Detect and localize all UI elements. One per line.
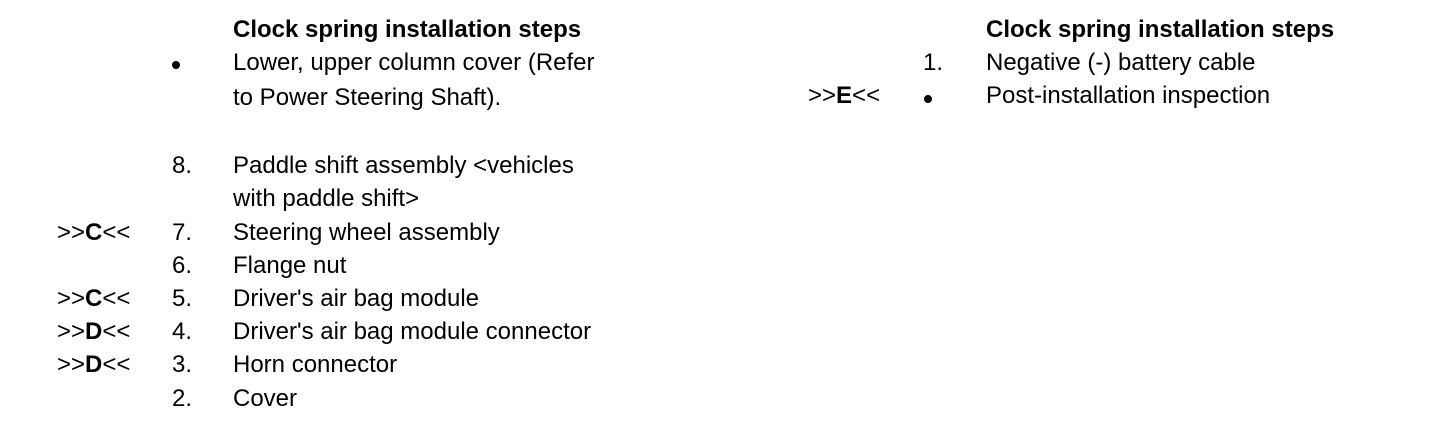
step-text: Lower, upper column cover (Refer — [233, 49, 595, 76]
step-text: Cover — [233, 385, 298, 412]
step-text: Negative (-) battery cable — [986, 49, 1256, 76]
bullet-marker — [924, 95, 932, 103]
step-text: Flange nut — [233, 252, 347, 279]
step-number: 8. — [172, 152, 193, 179]
ref-suffix: << — [102, 285, 131, 312]
step-text: Post-installation inspection — [986, 82, 1271, 109]
right-section-title: Clock spring installation steps — [986, 16, 1335, 43]
step-text: Driver's air bag module — [233, 285, 480, 312]
step-number: 6. — [172, 252, 193, 279]
ref-suffix: << — [852, 82, 881, 109]
step-number: 7. — [172, 219, 193, 246]
ref-letter: D — [85, 351, 103, 378]
step-text: to Power Steering Shaft). — [233, 84, 502, 111]
step-number: 3. — [172, 351, 193, 378]
bullet-marker — [172, 61, 180, 69]
ref-letter: E — [836, 82, 853, 109]
ref-letter: C — [85, 285, 103, 312]
reference-mark: >>D<< — [57, 348, 147, 381]
reference-mark: >>C<< — [57, 216, 147, 249]
reference-mark: >>D<< — [57, 315, 147, 348]
left-section-title: Clock spring installation steps — [233, 16, 582, 43]
step-number: 2. — [172, 385, 193, 412]
ref-prefix: >> — [57, 219, 86, 246]
step-text: Horn connector — [233, 351, 398, 378]
step-text: Driver's air bag module connector — [233, 318, 592, 345]
ref-suffix: << — [102, 318, 131, 345]
step-text: Steering wheel assembly — [233, 219, 500, 246]
ref-letter: C — [85, 219, 103, 246]
ref-prefix: >> — [57, 351, 86, 378]
ref-prefix: >> — [808, 82, 837, 109]
step-text: with paddle shift> — [233, 185, 420, 212]
ref-prefix: >> — [57, 318, 86, 345]
reference-mark: >>C<< — [57, 282, 147, 315]
step-number: 4. — [172, 318, 193, 345]
ref-suffix: << — [102, 351, 131, 378]
step-number: 1. — [923, 49, 944, 76]
ref-suffix: << — [102, 219, 131, 246]
ref-letter: D — [85, 318, 103, 345]
step-number: 5. — [172, 285, 193, 312]
ref-prefix: >> — [57, 285, 86, 312]
reference-mark: >>E<< — [808, 79, 898, 112]
step-text: Paddle shift assembly <vehicles — [233, 152, 574, 179]
